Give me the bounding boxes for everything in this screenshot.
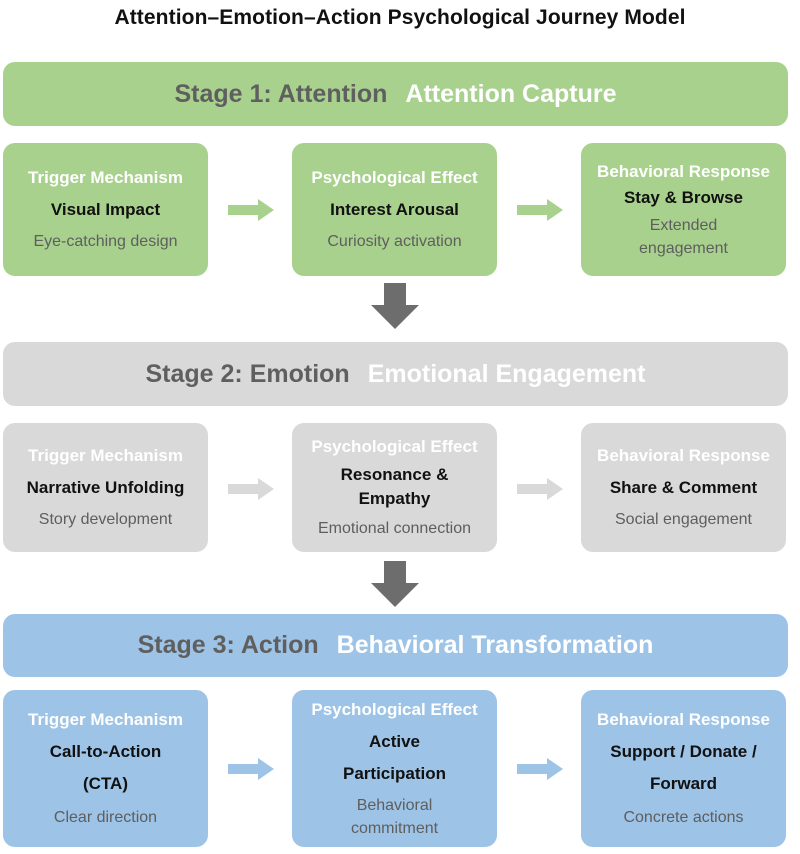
stage-1-subtitle: Attention Capture (405, 79, 617, 108)
card-description: Concrete actions (623, 809, 744, 826)
right-arrow-icon (517, 478, 563, 500)
stage-2-banner: Stage 2: Emotion Emotional Engagement (3, 342, 788, 406)
right-arrow-icon (517, 199, 563, 221)
stage-2-label: Stage 2: Emotion (145, 359, 350, 388)
card-heading: Behavioral Response (597, 446, 770, 465)
card-heading: Trigger Mechanism (28, 446, 183, 465)
card-heading: Psychological Effect (311, 437, 478, 456)
card-main: Support / Donate / Forward (610, 742, 757, 793)
stage-3-subtitle: Behavioral Transformation (336, 631, 654, 659)
card-main: Active Participation (343, 731, 446, 783)
right-arrow-icon (228, 199, 274, 221)
card-heading: Behavioral Response (597, 161, 770, 181)
card-description: Eye-catching design (33, 233, 178, 250)
stage-2-subtitle: Emotional Engagement (367, 359, 646, 388)
stage-1-trigger-card: Trigger Mechanism Visual Impact Eye-catc… (3, 143, 208, 276)
stage-1-effect-card: Psychological Effect Interest Arousal Cu… (292, 143, 497, 276)
card-main: Narrative Unfolding (26, 478, 185, 497)
stage-3-response-card: Behavioral Response Support / Donate / F… (581, 690, 786, 847)
card-main: Share & Comment (609, 478, 758, 497)
card-description: Story development (38, 511, 173, 528)
card-heading: Behavioral Response (597, 710, 770, 729)
stage-3-trigger-card: Trigger Mechanism Call-to-Action (CTA) C… (3, 690, 208, 847)
card-description: Emotional connection (318, 520, 471, 537)
stage-2-trigger-card: Trigger Mechanism Narrative Unfolding St… (3, 423, 208, 552)
card-heading: Psychological Effect (311, 168, 478, 187)
stage-1-response-card: Behavioral Response Stay & Browse Extend… (581, 143, 786, 276)
right-arrow-icon (228, 478, 274, 500)
card-main: Call-to-Action (CTA) (49, 742, 162, 793)
card-main: Resonance & Empathy (340, 465, 449, 508)
card-description: Clear direction (53, 809, 158, 826)
stage-3-effect-card: Psychological Effect Active Participatio… (292, 690, 497, 847)
stage-3-label: Stage 3: Action (137, 631, 319, 659)
card-description: Behavioral commitment (350, 796, 439, 837)
card-heading: Trigger Mechanism (28, 710, 183, 729)
stage-3-banner: Stage 3: Action Behavioral Transformatio… (3, 614, 788, 677)
stage-1-label: Stage 1: Attention (174, 79, 388, 108)
card-heading: Trigger Mechanism (28, 168, 183, 187)
card-description: Social engagement (615, 511, 752, 528)
card-main: Visual Impact (50, 200, 161, 219)
stage-1-banner: Stage 1: Attention Attention Capture (3, 62, 788, 126)
right-arrow-icon (517, 758, 563, 780)
diagram-title: Attention–Emotion–Action Psychological J… (114, 6, 686, 29)
stage-2-response-card: Behavioral Response Share & Comment Soci… (581, 423, 786, 552)
card-main: Stay & Browse (623, 187, 744, 207)
down-arrow-icon (371, 283, 419, 329)
stage-2-effect-card: Psychological Effect Resonance & Empathy… (292, 423, 497, 552)
card-description: Extended engagement (639, 216, 728, 257)
right-arrow-icon (228, 758, 274, 780)
card-description: Curiosity activation (327, 233, 462, 250)
card-main: Interest Arousal (330, 200, 459, 219)
down-arrow-icon (371, 561, 419, 607)
card-heading: Psychological Effect (311, 699, 478, 719)
